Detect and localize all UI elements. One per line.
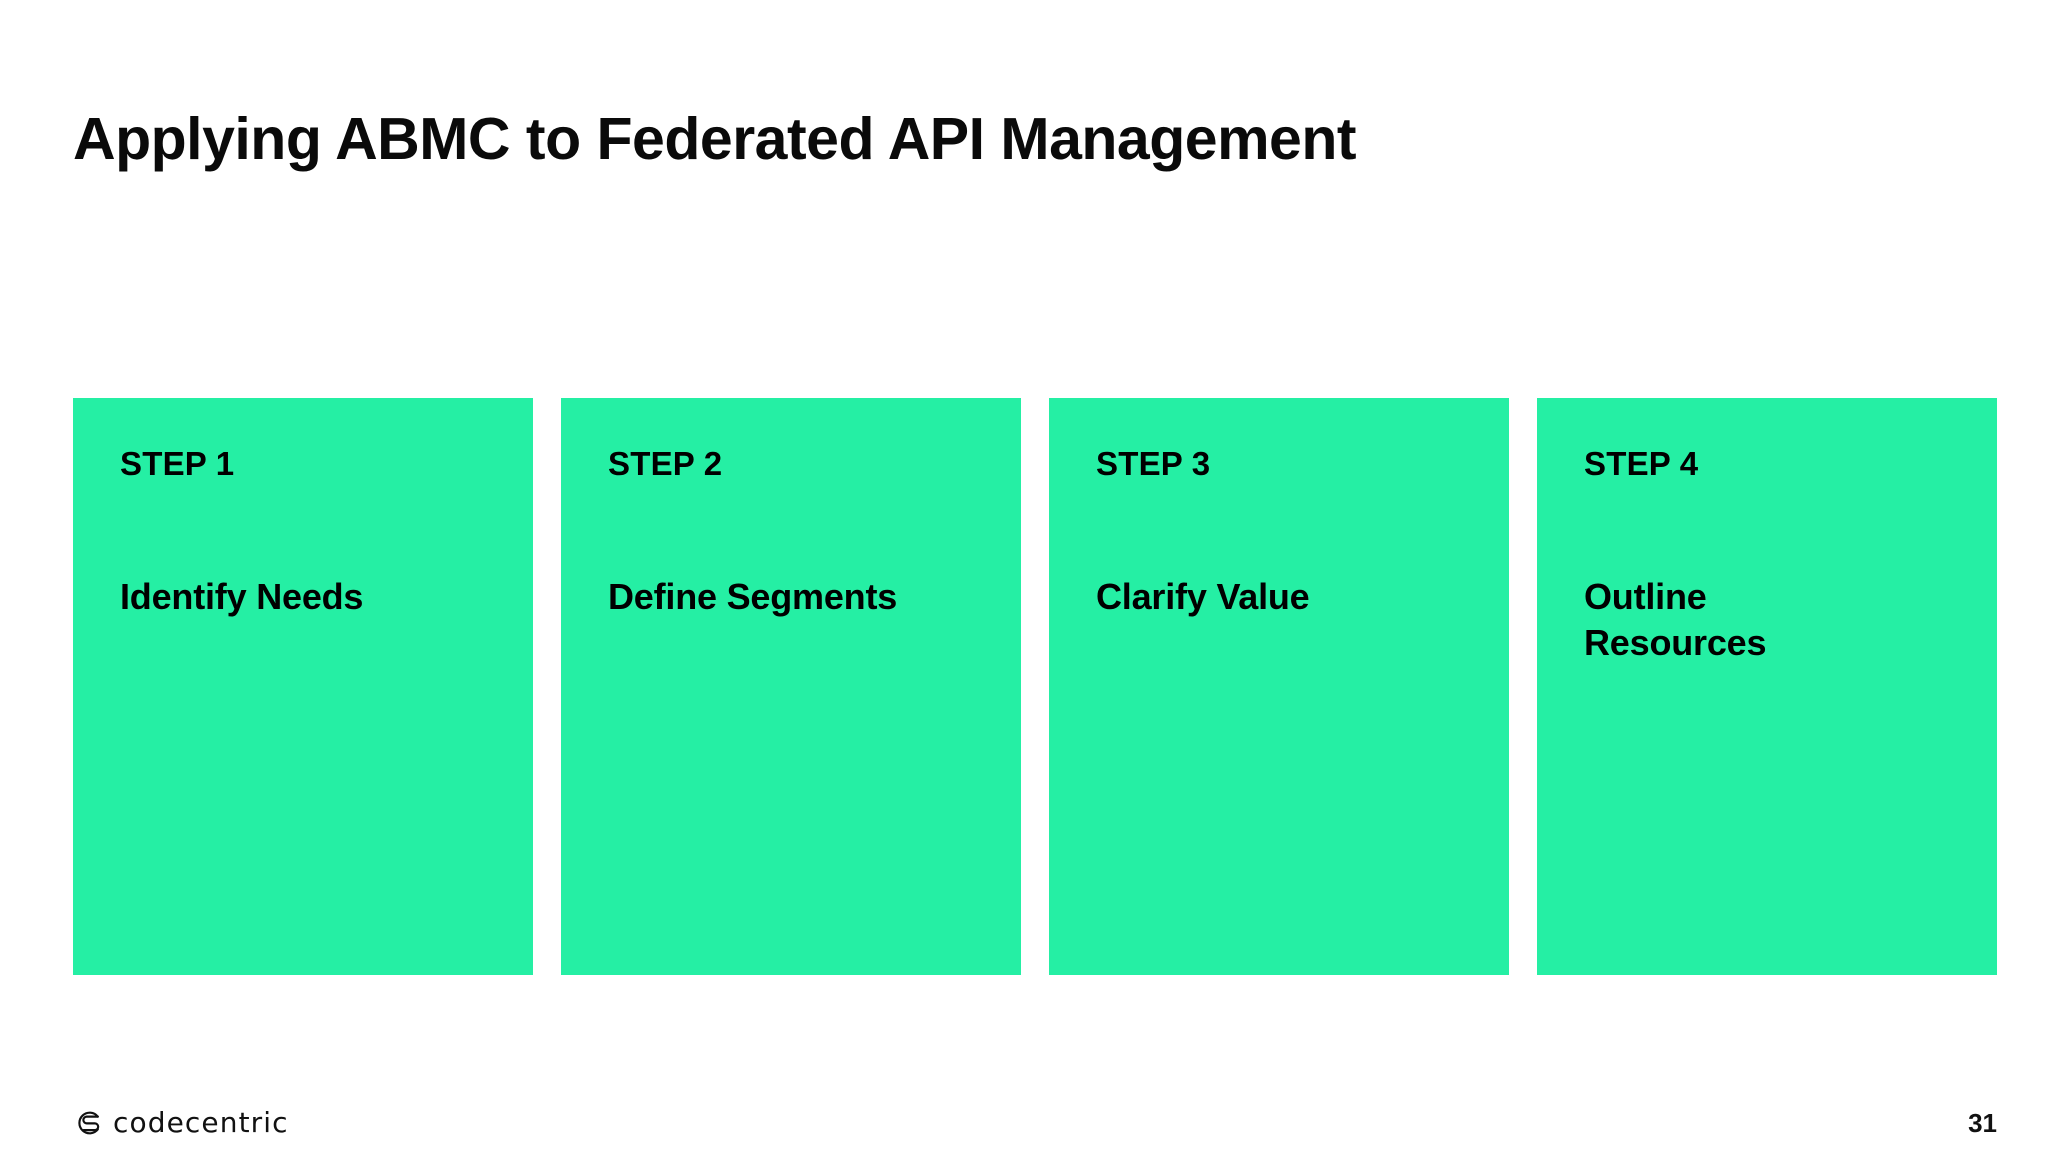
steps-row: STEP 1 Identify Needs STEP 2 Define Segm… bbox=[73, 398, 1997, 975]
step-kicker: STEP 1 bbox=[120, 445, 235, 482]
step-title: Identify Needs bbox=[120, 576, 364, 617]
step-kicker: STEP 2 bbox=[608, 445, 723, 482]
step-title: Define Segments bbox=[608, 576, 898, 617]
page-number: 31 bbox=[1968, 1108, 1997, 1138]
codecentric-loop-icon bbox=[78, 1111, 100, 1135]
step-title: Outline Resources bbox=[1584, 576, 1767, 664]
slide-footer: codecentric 31 bbox=[0, 1098, 2048, 1152]
step-title: Clarify Value bbox=[1096, 576, 1310, 617]
page-title: Applying ABMC to Federated API Managemen… bbox=[73, 105, 1357, 172]
step-card-4: STEP 4 Outline Resources bbox=[1537, 398, 1997, 975]
step-card-2: STEP 2 Define Segments bbox=[561, 398, 1021, 975]
brand-name: codecentric bbox=[113, 1106, 289, 1139]
step-card-1: STEP 1 Identify Needs bbox=[73, 398, 533, 975]
step-card-3: STEP 3 Clarify Value bbox=[1049, 398, 1509, 975]
brand-logo: codecentric bbox=[74, 1106, 289, 1140]
step-kicker: STEP 4 bbox=[1584, 445, 1699, 482]
step-kicker: STEP 3 bbox=[1096, 445, 1211, 482]
